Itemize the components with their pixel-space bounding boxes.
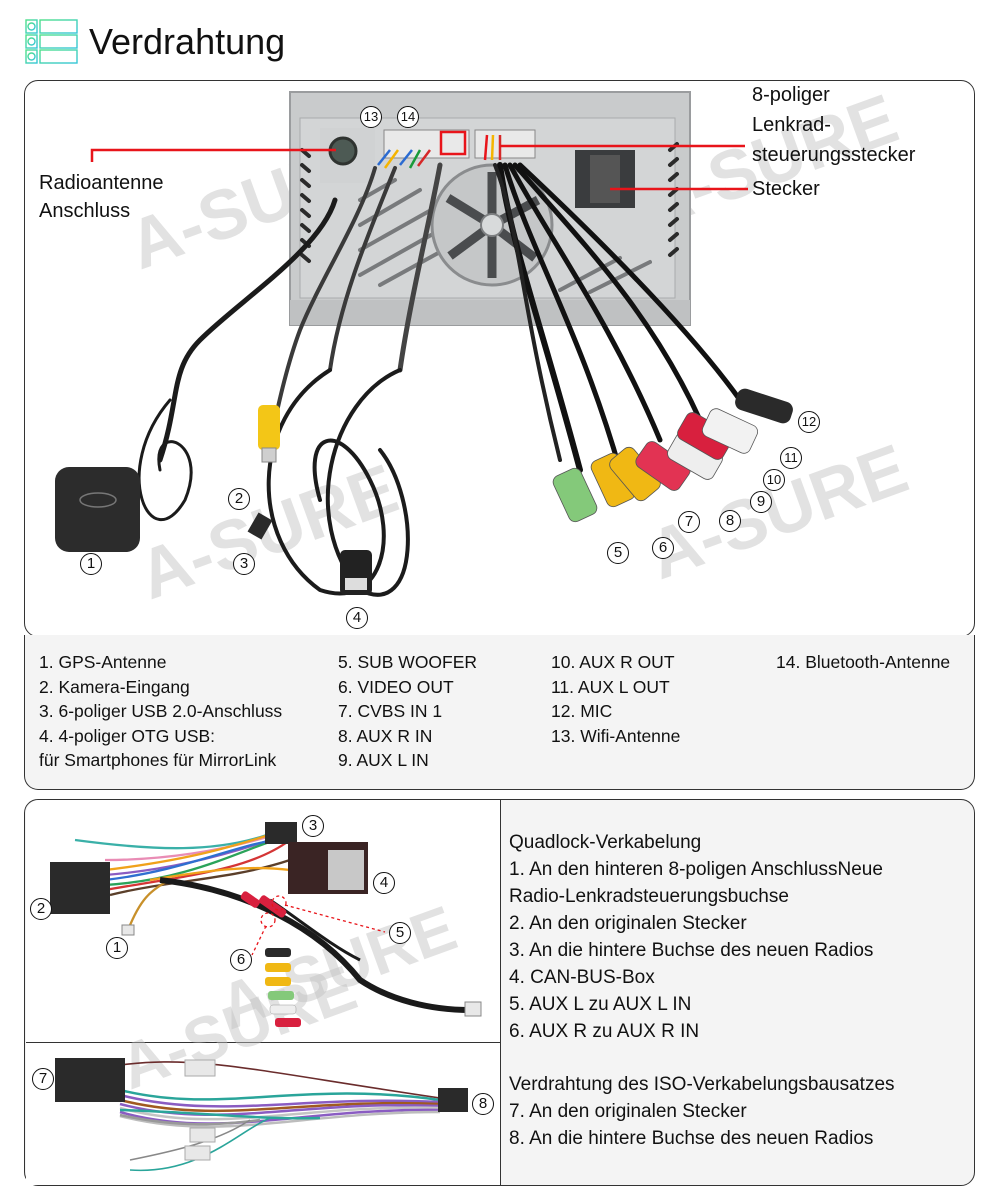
quadlock-harness-photo — [26, 800, 501, 1042]
quadlock-description: Quadlock-Verkabelung 1. An den hinteren … — [509, 829, 883, 1045]
marker-3: 3 — [233, 553, 255, 575]
iso-line: 7. An den originalen Stecker — [509, 1101, 747, 1122]
legend-item: 13. Wifi-Antenne — [551, 725, 681, 746]
legend-item: 4. 4-poliger OTG USB: — [39, 725, 216, 746]
quadlock-line: 2. An den originalen Stecker — [509, 913, 747, 934]
marker-5: 5 — [607, 542, 629, 564]
marker-4: 4 — [346, 607, 368, 629]
harness-marker-6: 6 — [230, 949, 252, 971]
legend-item: 14. Bluetooth-Antenne — [776, 652, 951, 672]
marker-8: 8 — [719, 510, 741, 532]
legend-item: 3. 6-poliger USB 2.0-Anschluss — [39, 701, 283, 721]
harness-marker-4: 4 — [373, 872, 395, 894]
legend-item: 2. Kamera-Eingang — [39, 676, 190, 697]
legend-item: 11. AUX L OUT — [551, 676, 670, 697]
harness-marker-1: 1 — [106, 937, 128, 959]
legend-item: 1. GPS-Antenne — [39, 652, 167, 672]
marker-6: 6 — [652, 537, 674, 559]
quadlock-line: 6. AUX R zu AUX R IN — [509, 1021, 700, 1042]
marker-11: 11 — [780, 447, 802, 469]
page-title: Verdrahtung — [89, 21, 286, 62]
legend-item: 9. AUX L IN — [338, 750, 429, 770]
marker-12: 12 — [798, 411, 820, 433]
harness-marker-3: 3 — [302, 815, 324, 837]
legend-item: 5. SUB WOOFER — [338, 652, 478, 672]
steering-connector-label: 8-poliger Lenkrad- steuerungsstecker — [752, 84, 916, 166]
harness-marker-5: 5 — [389, 922, 411, 944]
legend-item: 10. AUX R OUT — [551, 652, 675, 672]
harness-marker-8: 8 — [472, 1093, 494, 1115]
quadlock-line: 1. An den hinteren 8-poligen AnschlussNe… — [509, 859, 883, 880]
plug-label: Stecker — [752, 178, 820, 200]
marker-10: 10 — [763, 469, 785, 491]
marker-1: 1 — [80, 553, 102, 575]
quadlock-line: 5. AUX L zu AUX L IN — [509, 994, 692, 1015]
quadlock-heading: Quadlock-Verkabelung — [509, 832, 702, 853]
legend-column-1: 1. GPS-Antenne 2. Kamera-Eingang 3. 6-po… — [39, 650, 282, 773]
head-unit-illustration: A-SURE A-SURE A-SURE A-SURE — [55, 79, 917, 614]
legend-item: 7. CVBS IN 1 — [338, 701, 443, 721]
marker-14: 14 — [397, 106, 419, 128]
marker-13: 13 — [360, 106, 382, 128]
iso-line: 8. An die hintere Buchse des neuen Radio… — [509, 1128, 874, 1149]
radio-antenna-label: Radioantenne Anschluss — [39, 172, 164, 222]
radio-chassis — [289, 91, 691, 326]
legend-item: 6. VIDEO OUT — [338, 676, 454, 697]
iso-heading: Verdrahtung des ISO-Verkabelungsbausatze… — [509, 1074, 895, 1095]
legend-item: für Smartphones für MirrorLink — [39, 750, 277, 770]
marker-2: 2 — [228, 488, 250, 510]
marker-7: 7 — [678, 511, 700, 533]
harness-marker-7: 7 — [32, 1068, 54, 1090]
legend-column-2: 5. SUB WOOFER 6. VIDEO OUT 7. CVBS IN 1 … — [338, 650, 477, 773]
marker-9: 9 — [750, 491, 772, 513]
quadlock-line: 3. An die hintere Buchse des neuen Radio… — [509, 940, 874, 961]
harness-marker-2: 2 — [30, 898, 52, 920]
iso-description: Verdrahtung des ISO-Verkabelungsbausatze… — [509, 1071, 895, 1152]
quadlock-line: Radio-Lenkradsteuerungsbuchse — [509, 886, 789, 907]
legend-item: 12. MIC — [551, 701, 613, 721]
quadlock-harness-illustration: A-SURE A-SURE — [50, 822, 482, 1172]
quadlock-line: 4. CAN-BUS-Box — [509, 967, 655, 988]
legend-panel — [24, 635, 975, 790]
list-icon — [25, 19, 79, 65]
legend-column-4: 14. Bluetooth-Antenne — [776, 650, 950, 675]
legend-column-3: 10. AUX R OUT 11. AUX L OUT 12. MIC 13. … — [551, 650, 680, 748]
legend-item: 8. AUX R IN — [338, 725, 433, 746]
